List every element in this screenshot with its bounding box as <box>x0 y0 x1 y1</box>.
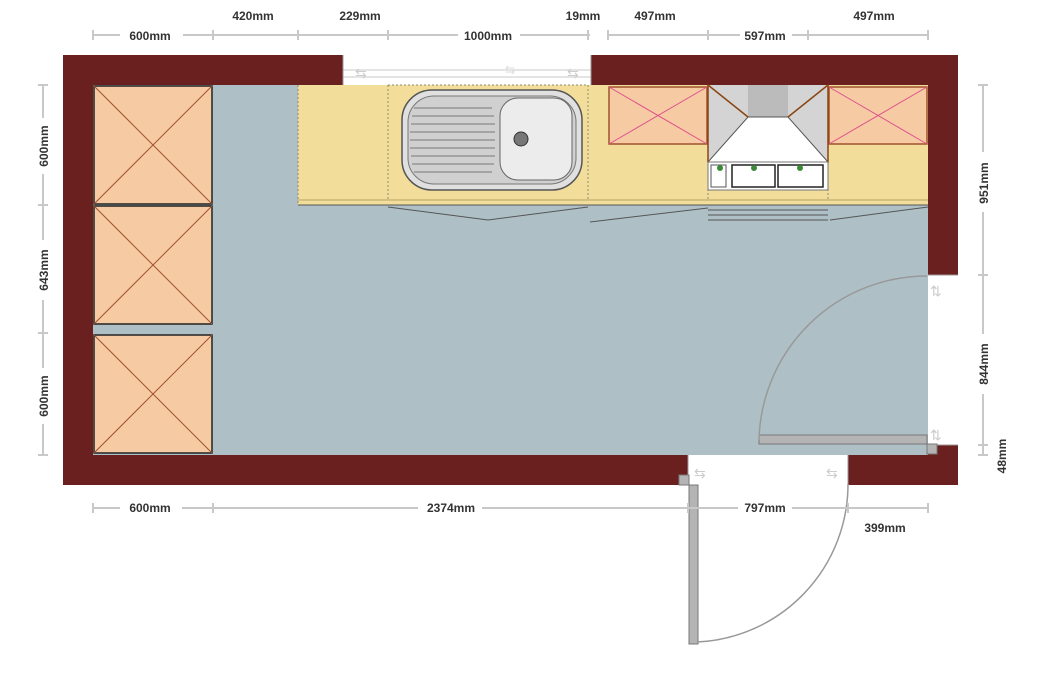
dimension-label: 19mm <box>566 9 601 23</box>
burner-icon <box>717 165 723 171</box>
dimension-label: 600mm <box>37 125 51 166</box>
cooker-hood <box>706 84 830 165</box>
burner-icon <box>751 165 757 171</box>
tall-cabinet <box>93 205 213 325</box>
right-door-opening[interactable]: ⇅ ⇅ <box>928 274 958 446</box>
dimension-label: 229mm <box>339 9 380 23</box>
dimension-label: 600mm <box>37 375 51 416</box>
svg-text:⇆: ⇆ <box>355 65 367 81</box>
dimension-label: 600mm <box>129 29 170 43</box>
left-dimensions: 600mm 643mm 600mm <box>35 84 51 456</box>
top-dimension-row-1: 420mm 229mm 19mm 497mm 497mm <box>212 9 929 40</box>
dimension-label: 2374mm <box>427 501 475 515</box>
svg-text:⇆: ⇆ <box>826 465 838 481</box>
right-door[interactable] <box>758 275 938 455</box>
dimension-label: 497mm <box>853 9 894 23</box>
dimension-label: 597mm <box>744 29 785 43</box>
svg-text:⇆: ⇆ <box>505 63 515 77</box>
dimension-label: 797mm <box>744 501 785 515</box>
dimension-label: 1000mm <box>464 29 512 43</box>
dimension-label: 600mm <box>129 501 170 515</box>
sink <box>401 89 583 191</box>
dimension-label: 420mm <box>232 9 273 23</box>
burner-icon <box>797 165 803 171</box>
svg-text:⇅: ⇅ <box>930 283 942 299</box>
dimension-label: 844mm <box>977 343 991 384</box>
wall-cabinet <box>608 86 708 145</box>
svg-text:⇅: ⇅ <box>930 427 942 443</box>
dimension-label: 951mm <box>977 162 991 203</box>
tall-cabinet <box>93 85 213 205</box>
hob <box>707 161 829 191</box>
drain-icon <box>513 131 529 147</box>
dimension-label: 643mm <box>37 249 51 290</box>
right-dimensions: 951mm 844mm 48mm <box>975 84 1009 474</box>
tall-cabinet <box>93 334 213 454</box>
svg-text:⇆: ⇆ <box>567 65 579 81</box>
top-dimension-row-2: 600mm 1000mm 597mm <box>92 28 792 43</box>
bottom-door-opening[interactable]: ⇆ ⇆ <box>687 455 849 485</box>
wall-cabinet <box>828 86 928 145</box>
dimension-label: 48mm <box>995 439 1009 474</box>
top-window[interactable]: ⇆ ⇆ ⇆ <box>342 55 592 85</box>
dimension-label: 497mm <box>634 9 675 23</box>
svg-text:⇆: ⇆ <box>694 465 706 481</box>
bottom-door[interactable] <box>678 474 849 645</box>
bottom-dimensions: 600mm 2374mm 797mm 399mm <box>92 501 929 535</box>
dimension-label: 399mm <box>864 521 905 535</box>
